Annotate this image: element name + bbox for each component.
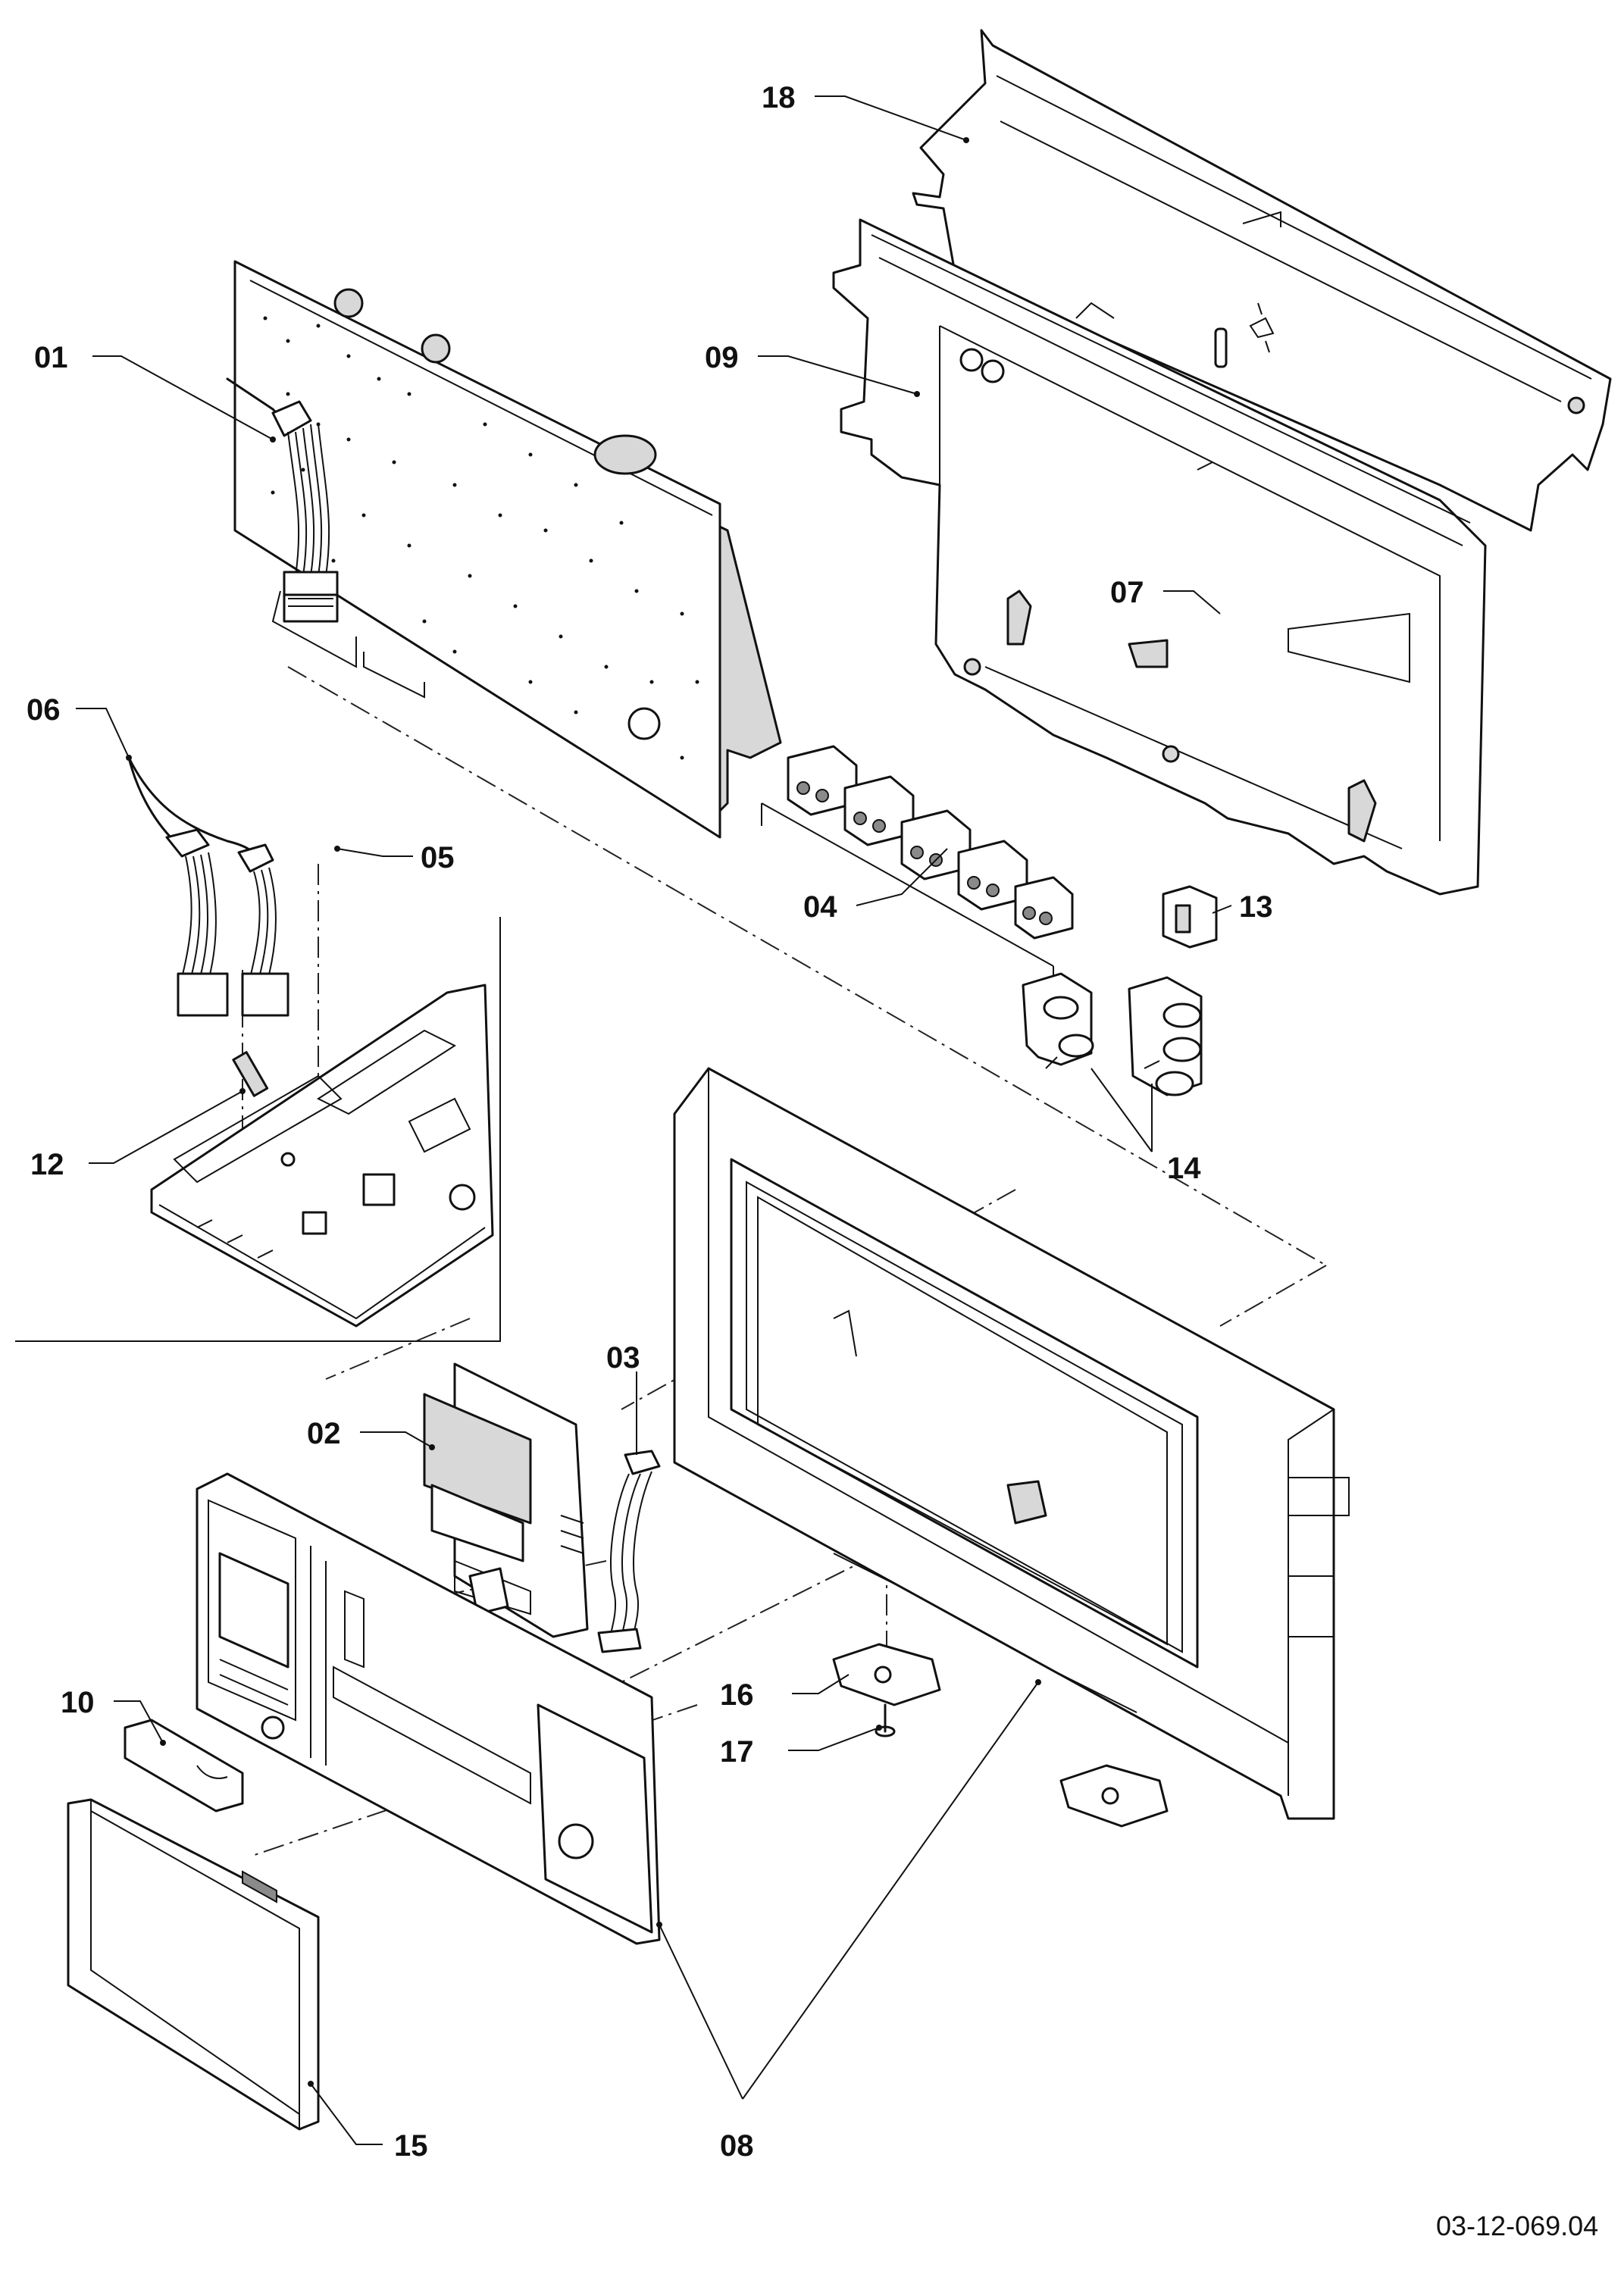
- part-06-cable-harness: [127, 756, 289, 1017]
- drawing-number: 03-12-069.04: [1436, 2210, 1598, 2241]
- callout-17: 17: [720, 1735, 754, 1769]
- callout-14: 14: [1167, 1152, 1201, 1185]
- callout-10: 10: [61, 1686, 95, 1719]
- leader-lines: [76, 95, 1232, 2145]
- part-01-main-circuit-board: [233, 260, 782, 839]
- callout-01: 01: [34, 341, 68, 374]
- callout-labels: 18 01 09 07 06 05 04 13 14 12 03 02 10 1…: [27, 81, 1273, 2163]
- callout-13: 13: [1239, 890, 1273, 924]
- callout-04: 04: [803, 890, 837, 924]
- callout-09: 09: [705, 341, 739, 374]
- part-02-display-module: [423, 1362, 589, 1638]
- part-09-housing-rear-frame: [832, 218, 1487, 896]
- callout-03: 03: [606, 1341, 640, 1375]
- callout-07: 07: [1110, 576, 1144, 609]
- part-12-connector-board: [150, 984, 494, 1328]
- callout-15: 15: [394, 2129, 428, 2163]
- part-03-ribbon-cable: [597, 1450, 661, 1653]
- part-04-terminal-blocks: [761, 745, 1074, 985]
- part-07-fuse: [1214, 302, 1275, 368]
- part-14-cable-glands: [1022, 972, 1203, 1096]
- part-10-small-cover: [124, 1719, 244, 1813]
- callout-18: 18: [762, 81, 796, 114]
- callout-05: 05: [421, 841, 455, 874]
- inset-detail-frame: [15, 917, 501, 1342]
- part-13-clip: [1162, 885, 1218, 949]
- callout-16: 16: [720, 1678, 754, 1712]
- leader-dots: [126, 137, 1041, 2087]
- part-15-front-cover: [67, 1798, 320, 2131]
- part-17-screw: [875, 1703, 896, 1737]
- callout-12: 12: [30, 1148, 64, 1181]
- board-solder-pattern: [263, 316, 699, 760]
- part-05-ribbon-harness: [226, 377, 339, 623]
- callout-06: 06: [27, 693, 61, 727]
- part-08-front-housing-frame: [673, 1067, 1350, 1820]
- part-16-cable-clamp: [832, 1643, 1169, 1828]
- callout-02: 02: [307, 1417, 341, 1450]
- part-18-rear-cover: [912, 29, 1612, 532]
- front-control-panel: [196, 1472, 661, 1945]
- callout-08: 08: [720, 2129, 754, 2163]
